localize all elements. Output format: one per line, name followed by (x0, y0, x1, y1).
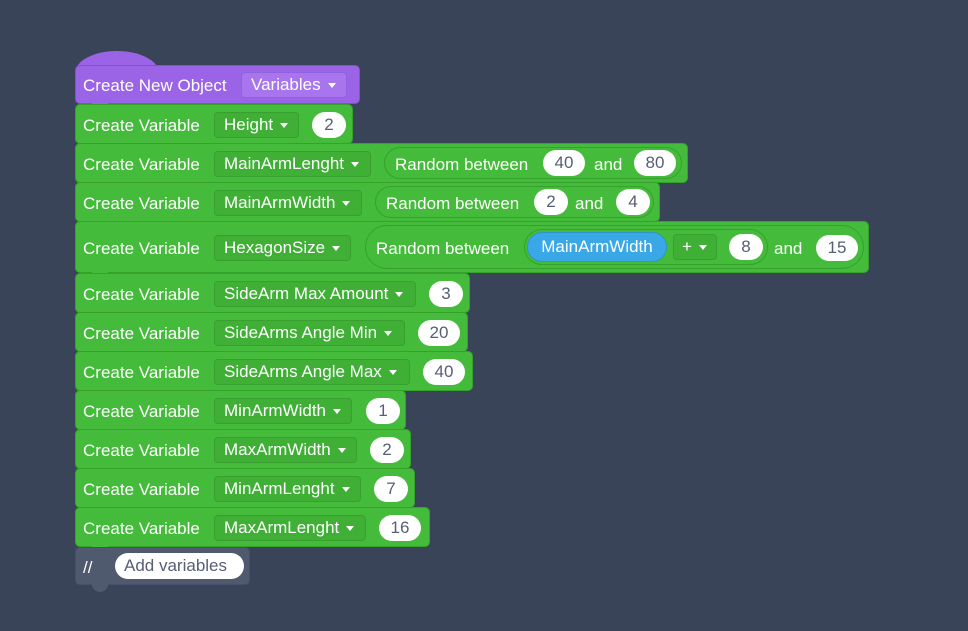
variable-name-dropdown[interactable]: MinArmLenght (214, 476, 361, 502)
random-max-input[interactable]: 15 (816, 235, 858, 261)
chevron-down-icon (346, 526, 355, 531)
create-variable-label: Create Variable (83, 194, 200, 213)
value-input[interactable]: 3 (429, 281, 463, 307)
chevron-down-icon (395, 292, 404, 297)
random-between-reporter[interactable]: Random between MainArmWidth + 8 and 15 (365, 225, 864, 269)
chevron-down-icon (280, 123, 289, 128)
create-new-object-block[interactable]: Create New Object Variables (75, 65, 360, 104)
value-input[interactable]: 20 (418, 320, 460, 346)
create-variable-label: Create Variable (83, 519, 200, 538)
and-label: and (594, 155, 623, 174)
variable-name-value: MainArmLenght (224, 154, 345, 173)
random-min-input[interactable]: 2 (534, 189, 568, 215)
comment-block[interactable]: // Add variables (75, 547, 250, 585)
variable-name-value: MaxArmLenght (224, 518, 340, 537)
create-variable-label: Create Variable (83, 480, 200, 499)
value-input[interactable]: 1 (366, 398, 400, 424)
variable-name-dropdown[interactable]: Height (214, 112, 299, 138)
value-input[interactable]: 2 (312, 112, 346, 138)
variable-name-value: MinArmLenght (224, 479, 335, 498)
chevron-down-icon (384, 331, 393, 336)
chevron-down-icon (388, 370, 397, 375)
random-between-label: Random between (376, 239, 510, 258)
operand-number-input[interactable]: 8 (729, 234, 763, 260)
create-variable-block[interactable]: Create Variable SideArm Max Amount 3 (75, 273, 470, 313)
value-input[interactable]: 40 (423, 359, 465, 385)
chevron-down-icon (332, 246, 341, 251)
create-variable-label: Create Variable (83, 285, 200, 304)
variable-name-dropdown[interactable]: HexagonSize (214, 235, 351, 261)
chevron-down-icon (698, 245, 707, 250)
variable-name-value: HexagonSize (224, 238, 326, 257)
create-variable-block[interactable]: Create Variable MaxArmWidth 2 (75, 429, 411, 469)
variable-name-dropdown[interactable]: SideArms Angle Min (214, 320, 405, 346)
chevron-down-icon (341, 487, 350, 492)
create-variable-label: Create Variable (83, 363, 200, 382)
variable-name-value: SideArms Angle Max (224, 362, 382, 381)
random-max-input[interactable]: 80 (634, 150, 676, 176)
variable-name-value: Height (224, 115, 274, 134)
create-variable-label: Create Variable (83, 116, 200, 135)
variable-name-dropdown[interactable]: MainArmLenght (214, 151, 371, 177)
random-between-reporter[interactable]: Random between 2 and 4 (375, 186, 654, 218)
create-variable-block[interactable]: Create Variable MinArmLenght 7 (75, 468, 415, 508)
value-input[interactable]: 7 (374, 476, 408, 502)
create-variable-block[interactable]: Create Variable SideArms Angle Min 20 (75, 312, 468, 352)
and-label: and (774, 239, 803, 258)
create-variable-block[interactable]: Create Variable HexagonSize Random betwe… (75, 221, 869, 273)
create-variable-label: Create Variable (83, 239, 200, 258)
random-between-label: Random between (386, 194, 520, 213)
create-variable-label: Create Variable (83, 441, 200, 460)
create-variable-block[interactable]: Create Variable MaxArmLenght 16 (75, 507, 430, 547)
comment-slashes: // (83, 558, 93, 577)
block-notch (92, 584, 108, 592)
operator-value: + (682, 237, 692, 256)
variable-name-value: MainArmWidth (224, 193, 336, 212)
random-between-reporter[interactable]: Random between 40 and 80 (384, 147, 682, 179)
variable-name-value: MinArmWidth (224, 401, 327, 420)
create-variable-block[interactable]: Create Variable MainArmLenght Random bet… (75, 143, 688, 183)
value-input[interactable]: 16 (379, 515, 421, 541)
create-variable-block[interactable]: Create Variable MainArmWidth Random betw… (75, 182, 660, 222)
operator-dropdown[interactable]: + (673, 234, 717, 260)
variable-name-value: SideArm Max Amount (224, 284, 389, 303)
random-min-input[interactable]: 40 (543, 150, 585, 176)
create-variable-block[interactable]: Create Variable MinArmWidth 1 (75, 390, 406, 430)
variable-name-dropdown[interactable]: MaxArmWidth (214, 437, 357, 463)
create-new-object-label: Create New Object (83, 76, 227, 95)
create-variable-label: Create Variable (83, 324, 200, 343)
chevron-down-icon (333, 409, 342, 414)
random-max-input[interactable]: 4 (616, 189, 650, 215)
create-variable-block[interactable]: Create Variable Height 2 (75, 104, 353, 144)
create-variable-block[interactable]: Create Variable SideArms Angle Max 40 (75, 351, 473, 391)
create-variable-label: Create Variable (83, 402, 200, 421)
random-between-label: Random between (395, 155, 529, 174)
variable-name-dropdown[interactable]: MaxArmLenght (214, 515, 366, 541)
value-input[interactable]: 2 (370, 437, 404, 463)
create-variable-label: Create Variable (83, 155, 200, 174)
and-label: and (575, 194, 604, 213)
variable-reporter-mainarmwidth[interactable]: MainArmWidth (527, 232, 667, 262)
variable-name-dropdown[interactable]: SideArm Max Amount (214, 281, 416, 307)
object-type-dropdown-value: Variables (251, 75, 321, 94)
chevron-down-icon (351, 162, 360, 167)
variable-name-value: SideArms Angle Min (224, 323, 378, 342)
variable-name-dropdown[interactable]: MinArmWidth (214, 398, 352, 424)
comment-text-input[interactable]: Add variables (115, 553, 244, 579)
chevron-down-icon (337, 448, 346, 453)
object-type-dropdown[interactable]: Variables (241, 72, 347, 98)
variable-name-dropdown[interactable]: MainArmWidth (214, 190, 362, 216)
addition-reporter[interactable]: MainArmWidth + 8 (524, 229, 768, 265)
chevron-down-icon (342, 201, 351, 206)
chevron-down-icon (327, 83, 336, 88)
variable-name-dropdown[interactable]: SideArms Angle Max (214, 359, 410, 385)
variable-name-value: MaxArmWidth (224, 440, 331, 459)
